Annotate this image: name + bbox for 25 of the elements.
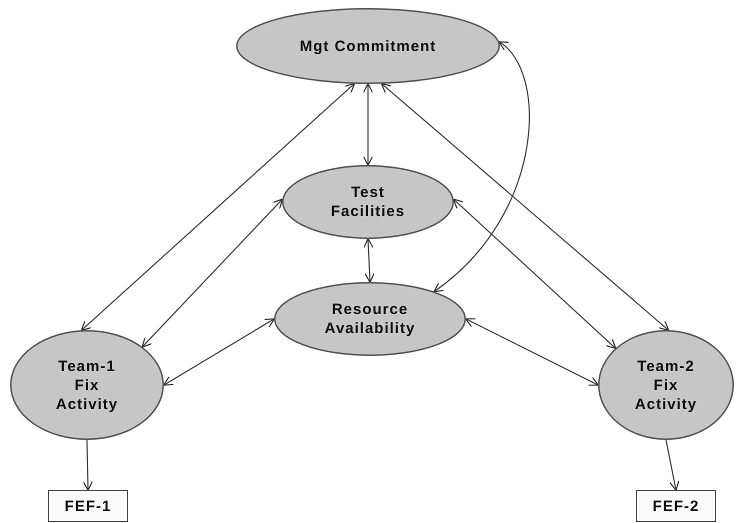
- output-box: [48, 490, 128, 522]
- arrow: [362, 82, 374, 166]
- node-label: Resource Availability: [324, 300, 416, 338]
- node-label: Mgt Commitment: [300, 36, 436, 56]
- ellipse-node: [236, 8, 500, 84]
- node-label: FEF-2: [652, 496, 700, 516]
- ellipse-node: [274, 282, 466, 356]
- arrow: [452, 198, 616, 350]
- arrow: [380, 82, 670, 331]
- arrow: [433, 41, 530, 292]
- arrow: [465, 318, 599, 386]
- arrow: [80, 82, 356, 332]
- ellipse-node: [282, 165, 454, 239]
- node-label: Team-1 Fix Activity: [54, 356, 120, 414]
- ellipse-node: [598, 330, 734, 440]
- arrow: [163, 318, 275, 386]
- output-box: [636, 490, 716, 522]
- ellipse-node: [10, 330, 164, 440]
- arrow: [142, 198, 284, 348]
- arrow: [82, 440, 93, 492]
- node-label: Test Facilities: [330, 183, 406, 221]
- node-label: Team-2 Fix Activity: [634, 356, 698, 414]
- node-label: FEF-1: [64, 496, 112, 516]
- arrow: [363, 238, 375, 284]
- arrow: [665, 440, 680, 492]
